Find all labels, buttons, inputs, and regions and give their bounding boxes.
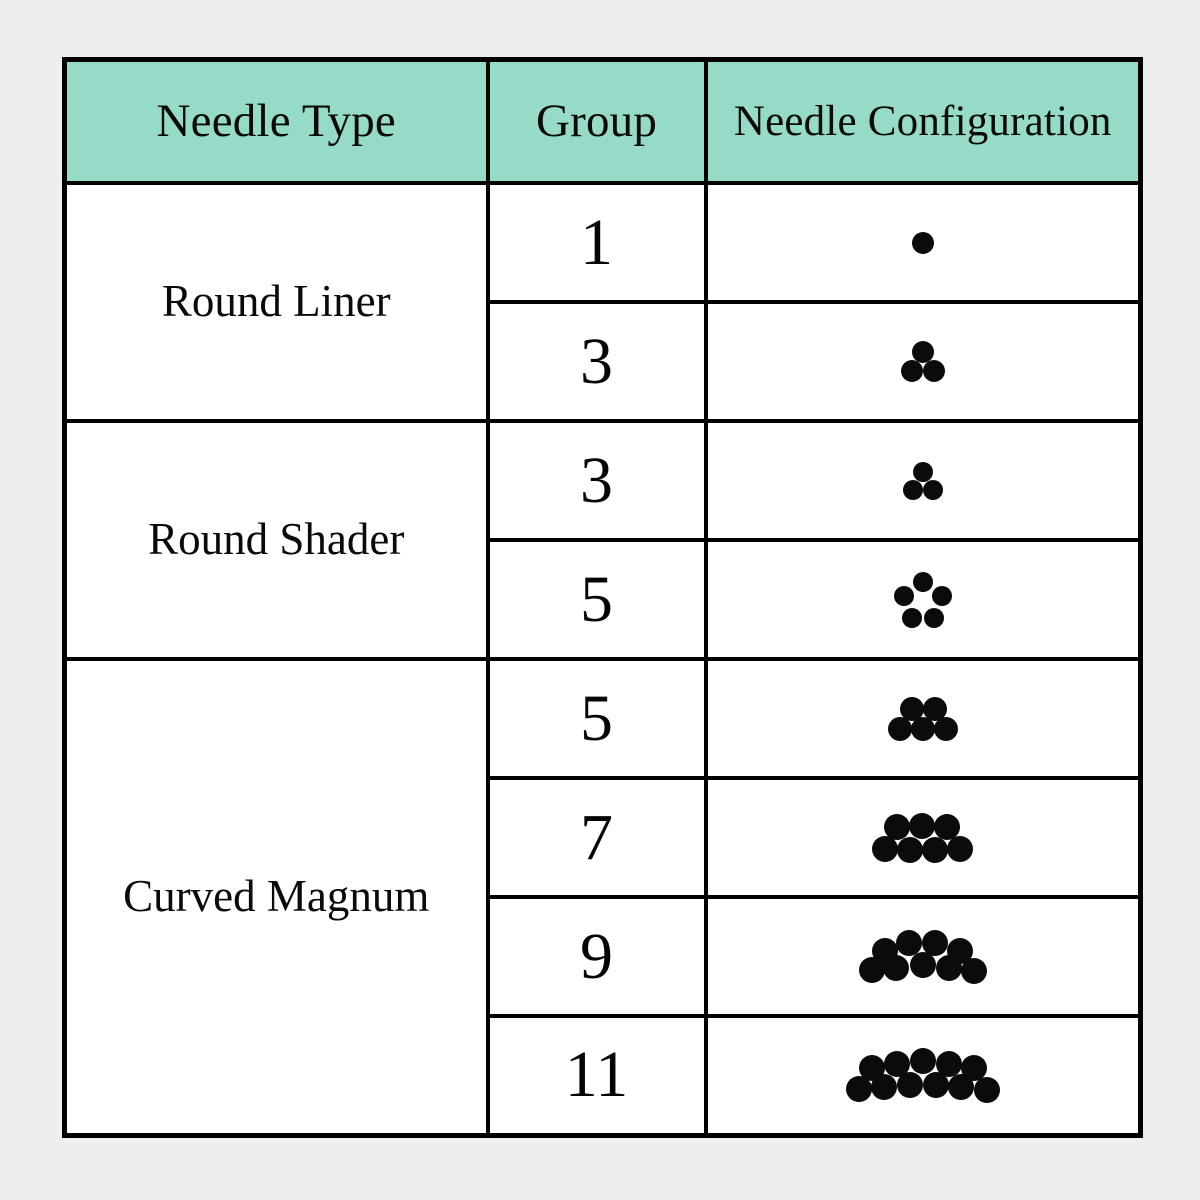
group-cell: 11 [485,1014,708,1137]
needle-dot [912,461,933,482]
needle-type-cell-curved-magnum: Curved Magnum [62,657,490,1137]
needle-dots-diagram [845,1047,1000,1103]
needle-dot [921,929,948,956]
needle-dots-diagram [872,812,974,863]
column-header-needle-type: Needle Type [62,57,490,185]
needle-configuration-cell [703,657,1143,780]
needle-dots-diagram [902,461,943,500]
needle-dot [909,1047,936,1074]
needle-dot [884,813,911,840]
needle-configuration-cell [703,776,1143,899]
needle-dot [922,479,943,500]
needle-dot [910,716,935,741]
needle-configuration-cell [703,1014,1143,1137]
column-header-needle-configuration: Needle Configuration [703,57,1143,185]
needle-configuration-cell [703,419,1143,542]
needle-dot [901,607,922,628]
needle-configuration-cell [703,895,1143,1018]
needle-type-cell-round-shader: Round Shader [62,419,490,661]
group-cell: 1 [485,181,708,304]
table-body: Round Liner 1 3 Round Shader 3 [62,181,1143,1137]
needle-dot [887,716,912,741]
table-row: 7 [65,776,1143,899]
needle-dot [922,1071,949,1098]
group-cell: 5 [485,538,708,661]
needle-dot [911,231,934,254]
group-cell: 3 [485,300,708,423]
needle-configuration-cell [703,181,1143,304]
needle-type-cell-round-liner: Round Liner [62,181,490,423]
needle-configuration-table: Needle Type Group Needle Configuration R… [62,57,1143,1138]
needle-configuration-cell [703,300,1143,423]
needle-dot [912,571,933,592]
needle-dot [900,360,923,382]
needle-dot [895,929,922,956]
needle-dots-diagram [858,929,987,984]
needle-dot [893,585,914,606]
needle-dot [934,813,961,840]
needle-dots-diagram [887,696,958,741]
needle-dots-diagram [893,571,952,628]
group-cell: 9 [485,895,708,1018]
needle-dot [931,585,952,606]
group-cell: 7 [485,776,708,899]
needle-dot [902,479,923,500]
needle-dot [872,835,899,862]
table-row: 9 [65,895,1143,1018]
table-row: 5 [65,538,1143,661]
needle-dots-diagram [900,341,945,382]
needle-dot [933,716,958,741]
needle-dot [922,360,945,382]
needle-dot [973,1076,1000,1103]
needle-dot [897,836,924,863]
header-row: Needle Type Group Needle Configuration [62,57,1143,185]
needle-dot [911,341,934,363]
needle-dot [947,1073,974,1100]
needle-dot [935,954,962,981]
needle-dot [922,836,949,863]
table-row: 11 [65,1014,1143,1137]
group-cell: 3 [485,419,708,542]
needle-dot [960,957,987,984]
needle-dot [947,835,974,862]
table-row: Round Liner 1 [62,181,1143,423]
needle-dot [896,1071,923,1098]
table-row: Round Shader 3 [62,419,1143,661]
needle-dot [845,1075,872,1102]
column-header-group: Group [485,57,708,185]
needle-configuration-cell [703,538,1143,661]
table-row: 3 [65,300,1143,423]
needle-dot [882,954,909,981]
needle-dot [870,1073,897,1100]
needle-dot [909,812,936,839]
table-row: Curved Magnum 5 [62,657,1143,1137]
needle-dot [923,607,944,628]
needle-dot [909,951,936,978]
group-cell: 5 [485,657,708,780]
needle-dots-diagram [911,231,934,254]
needle-dot [858,956,885,983]
table-header: Needle Type Group Needle Configuration [62,57,1143,185]
